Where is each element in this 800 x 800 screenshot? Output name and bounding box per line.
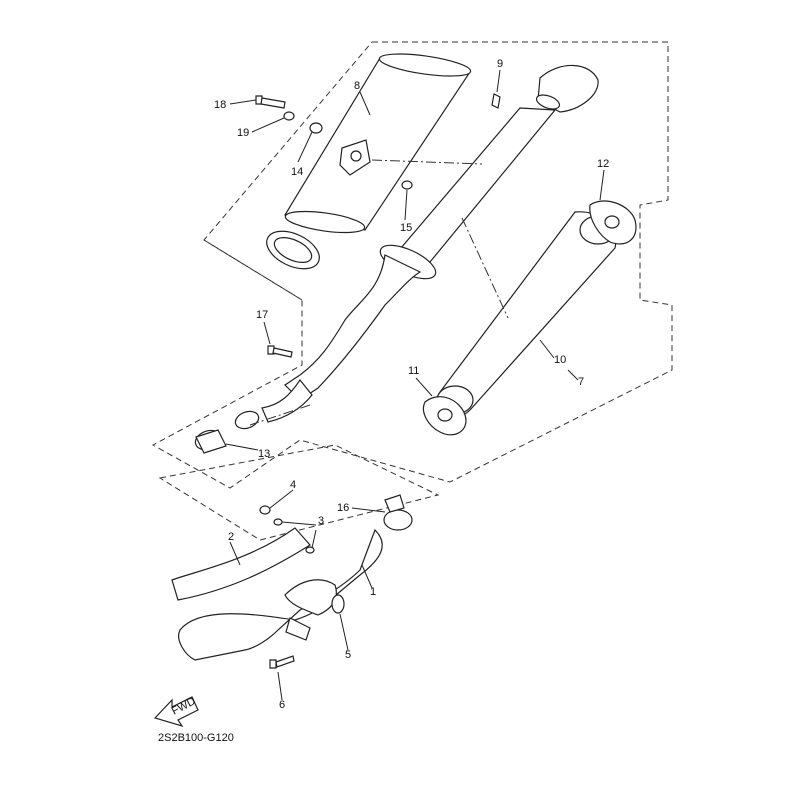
silencer-packing <box>436 211 617 418</box>
muffler-body-boundary <box>203 239 303 301</box>
callout-5: 5 <box>345 649 351 661</box>
silencer-cover <box>284 53 472 234</box>
callout-3: 3 <box>318 515 324 527</box>
callout-12: 12 <box>597 158 609 170</box>
callout-14: 14 <box>291 166 303 178</box>
gasket-11 <box>422 396 467 436</box>
end-cap-gasket <box>266 230 320 270</box>
callout-7: 7 <box>578 376 584 388</box>
callout-19: 19 <box>237 127 249 139</box>
callout-11: 11 <box>408 365 419 377</box>
leader-lines <box>225 69 605 701</box>
callout-13: 13 <box>258 448 270 460</box>
callout-16: 16 <box>337 502 349 514</box>
callout-9: 9 <box>497 58 503 70</box>
silencer-inner-tube <box>261 64 599 423</box>
bolts <box>255 93 501 669</box>
gasket-12 <box>589 200 637 245</box>
diagram-code: 2S2B100-G120 <box>158 732 234 744</box>
header-group-boundary <box>158 444 440 541</box>
exhaust-clamp <box>383 494 413 531</box>
silencer-assembly-boundary <box>151 41 673 489</box>
callout-18: 18 <box>214 99 226 111</box>
callout-8: 8 <box>354 80 360 92</box>
callout-10: 10 <box>554 354 566 366</box>
gasket-13 <box>194 410 260 454</box>
callout-17: 17 <box>256 309 268 321</box>
callout-6: 6 <box>279 699 285 711</box>
centerlines <box>249 159 509 426</box>
callout-15: 15 <box>400 222 412 234</box>
heat-protector <box>171 527 311 601</box>
callout-4: 4 <box>290 479 296 491</box>
exhaust-header-pipe <box>178 528 383 661</box>
callout-2: 2 <box>228 531 234 543</box>
fwd-arrow-icon: FWD <box>153 695 199 728</box>
callout-1: 1 <box>370 586 376 598</box>
